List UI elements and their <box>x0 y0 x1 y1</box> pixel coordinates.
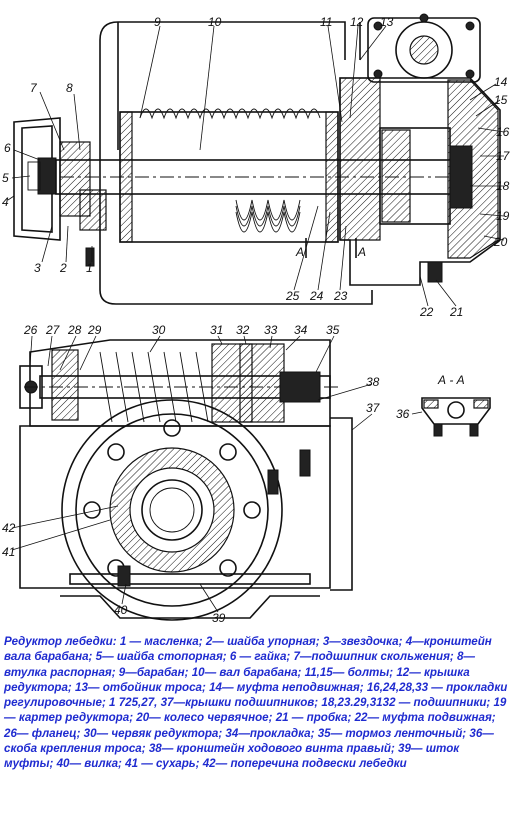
figure-caption: Редуктор лебедки: 1 — масленка; 2— шайба… <box>4 635 508 771</box>
callout-3: 3 <box>34 261 41 275</box>
section-mark-left: A <box>295 245 304 259</box>
callout-4: 4 <box>2 195 9 209</box>
callout-23: 23 <box>333 289 348 303</box>
callout-27: 27 <box>45 323 61 337</box>
section-a-a-title: А - А <box>437 373 465 387</box>
callout-32: 32 <box>236 323 250 337</box>
callout-5: 5 <box>2 171 9 185</box>
callout-33: 33 <box>264 323 278 337</box>
callout-37: 37 <box>366 401 381 415</box>
section-mark-right: A <box>357 245 366 259</box>
callout-26: 26 <box>23 323 38 337</box>
callout-39: 39 <box>212 611 226 625</box>
callout-13: 13 <box>380 15 394 29</box>
section-a-a <box>421 397 491 437</box>
callout-30: 30 <box>152 323 166 337</box>
callout-14: 14 <box>494 75 508 89</box>
top-section-view <box>13 13 501 305</box>
cable-turns-top <box>139 108 321 120</box>
callout-labels-bottom: 26 27 28 29 30 31 32 33 34 35 36 37 38 3… <box>2 323 465 625</box>
callout-41: 41 <box>2 545 15 559</box>
callout-38: 38 <box>366 375 380 389</box>
callout-11: 11 <box>320 15 332 29</box>
callout-28: 28 <box>67 323 82 337</box>
top-leaders <box>7 25 505 307</box>
callout-40: 40 <box>114 603 128 617</box>
callout-36: 36 <box>396 407 410 421</box>
callout-12: 12 <box>350 15 364 29</box>
callout-16: 16 <box>496 125 510 139</box>
winch-reducer-drawing: 1 2 3 4 5 6 7 8 9 10 11 12 13 14 15 16 1… <box>2 13 511 625</box>
callout-19: 19 <box>496 209 510 223</box>
callout-8: 8 <box>66 81 73 95</box>
bottom-section-view <box>19 339 353 621</box>
callout-35: 35 <box>326 323 340 337</box>
callout-20: 20 <box>493 235 508 249</box>
callout-31: 31 <box>210 323 223 337</box>
bottom-leaders <box>11 335 423 613</box>
callout-22: 22 <box>419 305 434 319</box>
callout-17: 17 <box>496 149 511 163</box>
callout-10: 10 <box>208 15 222 29</box>
callout-7: 7 <box>30 81 38 95</box>
callout-34: 34 <box>294 323 308 337</box>
callout-29: 29 <box>87 323 102 337</box>
callout-18: 18 <box>496 179 510 193</box>
callout-24: 24 <box>309 289 324 303</box>
callout-2: 2 <box>59 261 67 275</box>
cable-turns-bottom <box>235 199 301 233</box>
callout-25: 25 <box>285 289 300 303</box>
callout-9: 9 <box>154 15 161 29</box>
callout-21: 21 <box>449 305 463 319</box>
callout-15: 15 <box>494 93 508 107</box>
callout-6: 6 <box>4 141 11 155</box>
worm-threads <box>99 351 209 423</box>
callout-42: 42 <box>2 521 16 535</box>
callout-1: 1 <box>86 261 93 275</box>
callout-labels-top: 1 2 3 4 5 6 7 8 9 10 11 12 13 14 15 16 1… <box>2 15 511 319</box>
